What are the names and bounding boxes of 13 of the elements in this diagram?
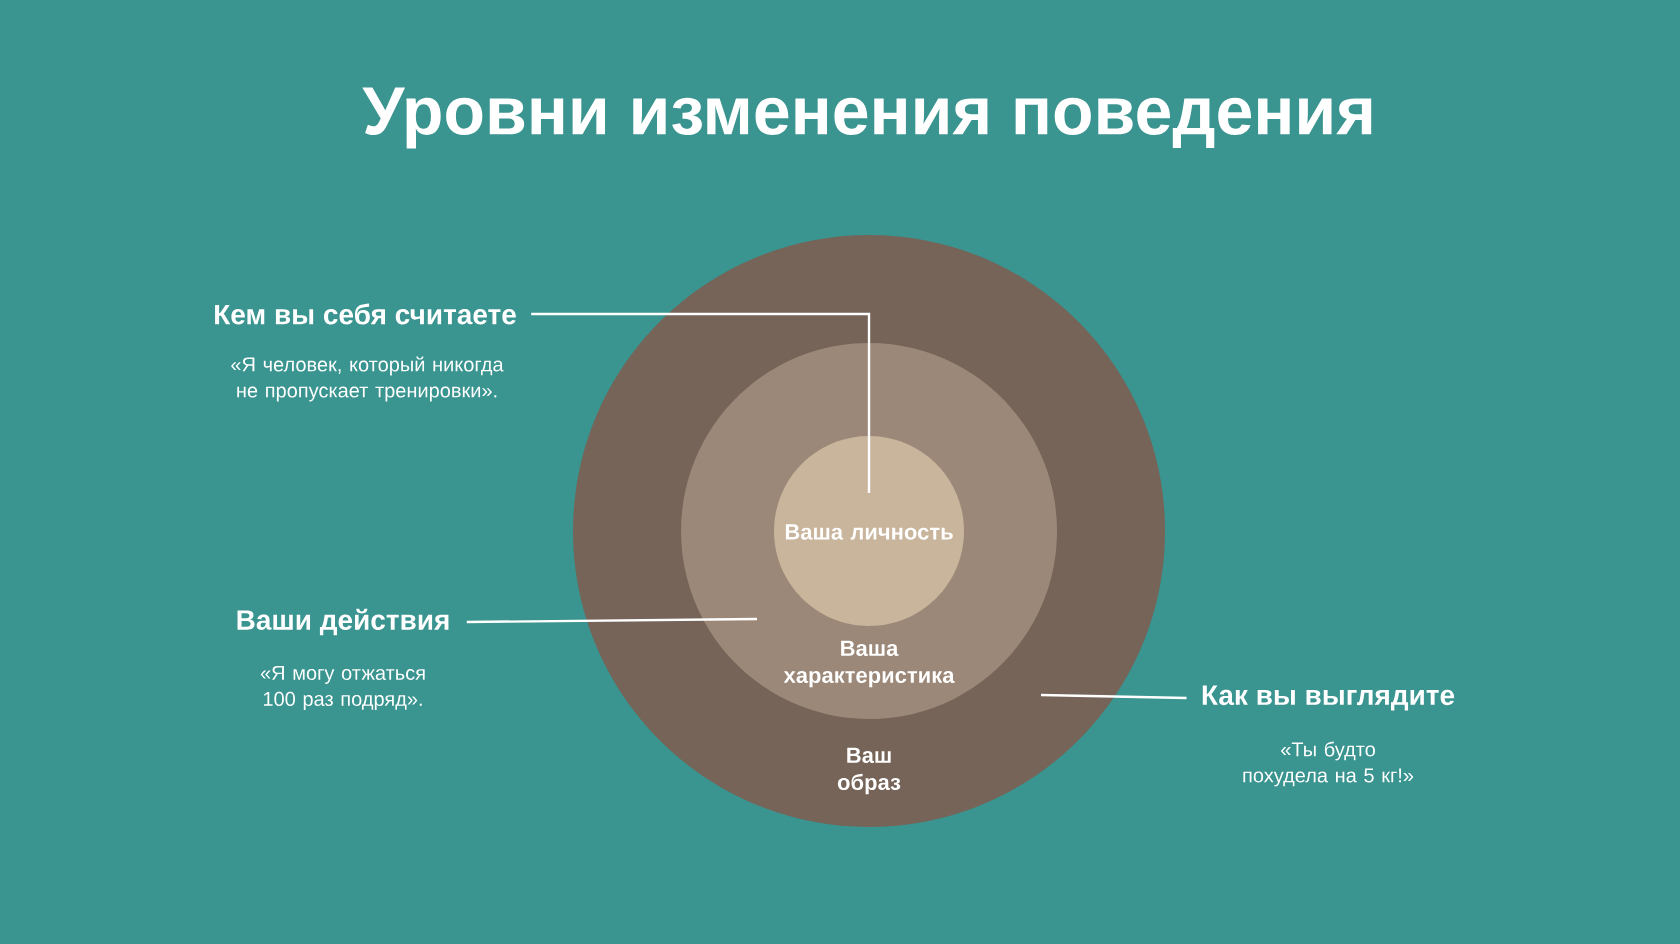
circle-label: Ваша характеристика [783, 640, 955, 688]
quote: «Я могу отжаться 100 раз подряд». [260, 666, 425, 710]
quote: «Ты будто похудела на 5 кг!» [1243, 741, 1414, 787]
leader-line [1041, 693, 1187, 700]
circle-label: Ваша личность [785, 524, 953, 540]
quote: «Я человек, который никогда не пропускает тренировки». [231, 356, 504, 402]
leader-line [531, 312, 871, 493]
leader-line [466, 617, 758, 624]
circle-label: Ваш образ [837, 747, 901, 795]
heading: Ваши действия [237, 608, 449, 636]
heading: Как вы выглядите [1202, 685, 1455, 711]
heading: Кем вы себя считаете [215, 303, 516, 325]
title: Уровни изменения поведения [362, 87, 1372, 149]
